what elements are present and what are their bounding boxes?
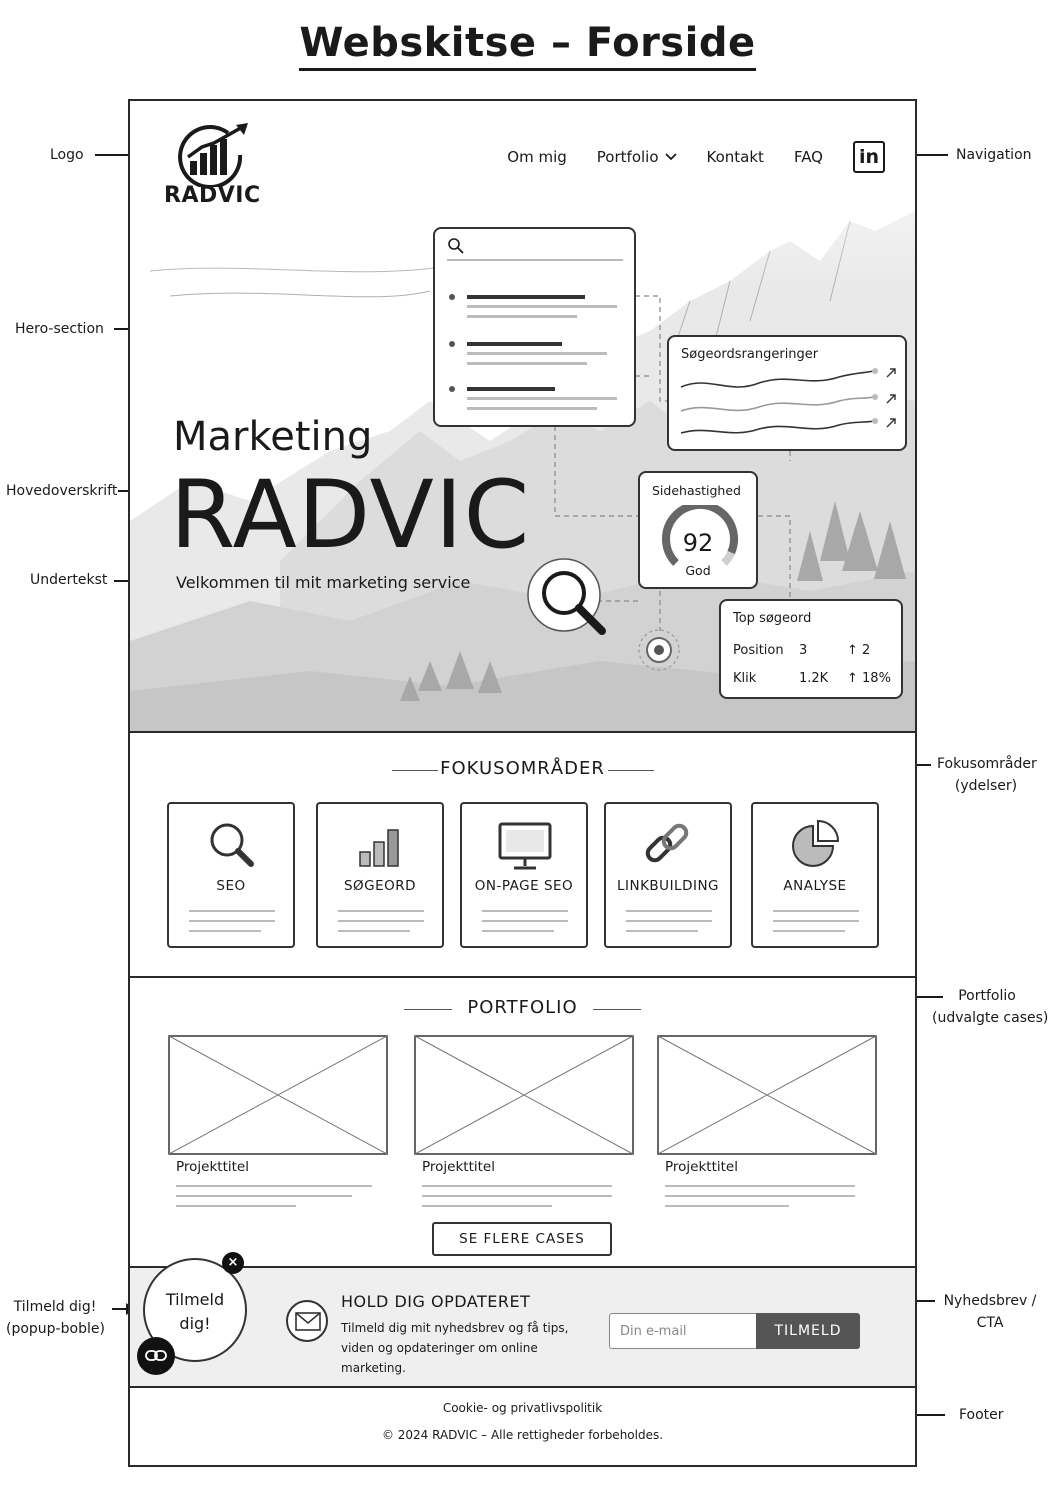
annotation-subtext: Undertekst <box>30 572 108 588</box>
nav-item-portfolio[interactable]: Portfolio <box>597 148 677 166</box>
image-placeholder-icon <box>657 1035 877 1155</box>
logo-icon[interactable] <box>162 117 262 187</box>
hero-subtitle: Velkommen til mit marketing service <box>176 573 471 592</box>
portfolio-section-title: PORTFOLIO <box>467 997 578 1018</box>
speed-gauge-icon <box>662 505 739 566</box>
copyright-text: © 2024 RADVIC – Alle rettigheder forbeho… <box>381 1428 664 1442</box>
hero-headline: RADVIC <box>170 461 531 570</box>
page-speed-card: Sidehastighed 92 God <box>638 471 758 589</box>
chevron-down-icon <box>664 153 677 161</box>
annotation-hero: Hero-section <box>15 321 104 337</box>
rankings-title: Søgeordsrangeringer <box>681 347 819 362</box>
annotation-logo: Logo <box>50 147 84 163</box>
speed-label: God <box>685 563 711 578</box>
section-divider <box>130 731 915 733</box>
nav-item-kontakt[interactable]: Kontakt <box>706 148 764 166</box>
see-more-cases-button[interactable]: SE FLERE CASES <box>432 1222 612 1256</box>
ranking-trend-lines <box>680 368 896 434</box>
image-placeholder-icon <box>414 1035 634 1155</box>
newsletter-section: HOLD DIG OPDATERET Tilmeld dig mit nyhed… <box>130 1268 915 1386</box>
mail-icon <box>286 1300 328 1342</box>
nav-item-faq[interactable]: FAQ <box>793 148 823 166</box>
focus-card-on-page-seo[interactable]: ON-PAGE SEO <box>460 802 588 948</box>
hero-section: RADVIC Om mig Portfolio Kontakt FAQ in <box>130 101 915 731</box>
newsletter-title: HOLD DIG OPDATERET <box>341 1292 531 1311</box>
pie-chart-icon <box>792 819 840 867</box>
focus-card-analyse[interactable]: ANALYSE <box>751 802 879 948</box>
logo-text[interactable]: RADVIC <box>164 183 261 208</box>
keyword-row-position: Position 3 ↑ 2 <box>733 643 871 658</box>
section-divider <box>130 1266 915 1268</box>
linkedin-icon[interactable]: in <box>853 141 885 173</box>
bar-chart-icon <box>359 829 399 867</box>
image-placeholder-icon <box>168 1035 388 1155</box>
annotation-footer: Footer <box>959 1407 1004 1423</box>
top-keywords-card: Top søgeord Position 3 ↑ 2 Klik 1.2K ↑ 1… <box>719 599 903 699</box>
link-badge-icon[interactable] <box>137 1337 175 1375</box>
annotation-focus: Fokusområder (ydelser) <box>937 756 1037 794</box>
speed-title: Sidehastighed <box>652 483 741 498</box>
magnifier-icon <box>527 558 606 635</box>
annotation-navigation: Navigation <box>956 147 1032 163</box>
focus-card-linkbuilding[interactable]: LINKBUILDING <box>604 802 732 948</box>
sheet-title: Webskitse – Forside <box>0 20 1055 71</box>
keyword-rankings-card: Søgeordsrangeringer <box>667 335 907 451</box>
link-icon <box>645 823 689 863</box>
email-input[interactable]: Din e-mail <box>609 1313 757 1349</box>
section-divider <box>130 976 915 978</box>
main-navigation: Om mig Portfolio Kontakt FAQ in <box>507 141 885 173</box>
annotation-popup: Tilmeld dig! (popup-boble) <box>6 1299 105 1337</box>
keywords-title: Top søgeord <box>733 611 812 626</box>
hero-small-title: Marketing <box>173 414 373 460</box>
speed-value: 92 <box>682 529 714 557</box>
focus-card-seo[interactable]: SEO <box>167 802 295 948</box>
portfolio-title: Projekttitel <box>665 1159 738 1175</box>
newsletter-text: Tilmeld dig mit nyhedsbrev og få tips, v… <box>341 1321 569 1375</box>
focus-card-keywords[interactable]: SØGEORD <box>316 802 444 948</box>
annotation-newsletter: Nyhedsbrev / CTA <box>943 1293 1037 1331</box>
annotation-portfolio: Portfolio (udvalgte cases) <box>932 988 1049 1026</box>
keyword-row-clicks: Klik 1.2K ↑ 18% <box>733 671 891 686</box>
subscribe-button[interactable]: TILMELD <box>756 1313 860 1349</box>
wireframe-page: RADVIC Om mig Portfolio Kontakt FAQ in <box>128 99 917 1467</box>
close-icon[interactable]: × <box>222 1252 244 1274</box>
monitor-icon <box>498 822 552 870</box>
target-icon <box>638 629 680 671</box>
search-result-lines <box>449 294 617 410</box>
privacy-policy-link[interactable]: Cookie- og privatlivspolitik <box>442 1401 603 1415</box>
nav-item-om-mig[interactable]: Om mig <box>507 148 567 166</box>
portfolio-title: Projekttitel <box>422 1159 495 1175</box>
portfolio-title: Projekttitel <box>176 1159 249 1175</box>
search-results-card <box>433 227 636 427</box>
search-icon <box>448 238 464 254</box>
section-divider <box>130 1386 915 1388</box>
focus-section-title: FOKUSOMRÅDER <box>440 758 605 779</box>
magnifier-icon <box>210 823 254 867</box>
annotation-headline: Hovedoverskrift <box>6 483 118 499</box>
